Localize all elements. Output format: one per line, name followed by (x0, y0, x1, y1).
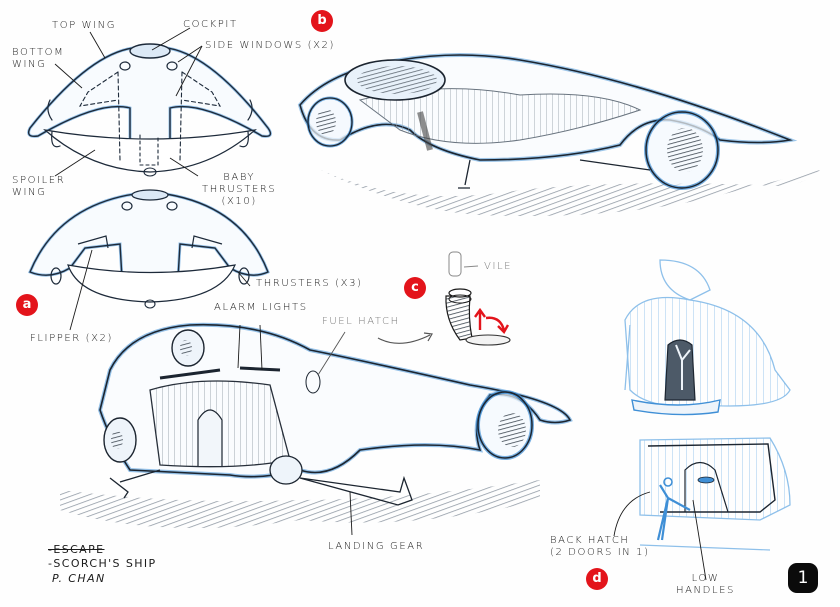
label-fuel-hatch: Fuel Hatch (322, 316, 400, 327)
label-landing-gear: Landing Gear (328, 541, 425, 552)
label-side-windows: Side Windows (x2) (205, 40, 336, 51)
label-low-handles: Low Handles (676, 573, 735, 596)
label-top-wing: Top Wing (52, 20, 117, 31)
label-cockpit: Cockpit (183, 19, 238, 30)
ship-front-view (28, 189, 270, 309)
ship-flight-view (297, 53, 820, 216)
fuel-hatch-detail (377, 251, 511, 346)
label-alarm-lights: Alarm Lights (214, 302, 308, 313)
page-number-badge: 1 (788, 563, 818, 593)
label-back-hatch: Back Hatch (2 Doors in 1) (550, 535, 650, 558)
view-a-leader-lines (54, 27, 251, 331)
back-hatch-study-2 (613, 437, 791, 581)
note-escape: -Escape (48, 543, 105, 557)
note-ship-name: -Scorch's Ship (48, 557, 157, 570)
badge-view-b: b (311, 10, 333, 32)
ship-landed-view (60, 322, 573, 536)
badge-view-d: d (586, 568, 608, 590)
label-flipper: Flipper (x2) (30, 333, 113, 344)
label-baby-thrusters: Baby Thrusters (x10) (202, 172, 277, 207)
label-thrusters: Thrusters (x3) (256, 278, 363, 289)
label-vile: Vile (484, 261, 513, 272)
artist-signature: P. Chan (52, 572, 106, 585)
note-escape-text: -Escape (48, 543, 105, 556)
ship-top-view (27, 43, 272, 177)
badge-view-c: c (404, 277, 426, 299)
back-hatch-study-1 (624, 259, 791, 416)
badge-view-a: a (16, 294, 38, 316)
label-bottom-wing: Bottom Wing (12, 47, 65, 70)
label-spoiler-wing: Spoiler Wing (12, 175, 66, 198)
